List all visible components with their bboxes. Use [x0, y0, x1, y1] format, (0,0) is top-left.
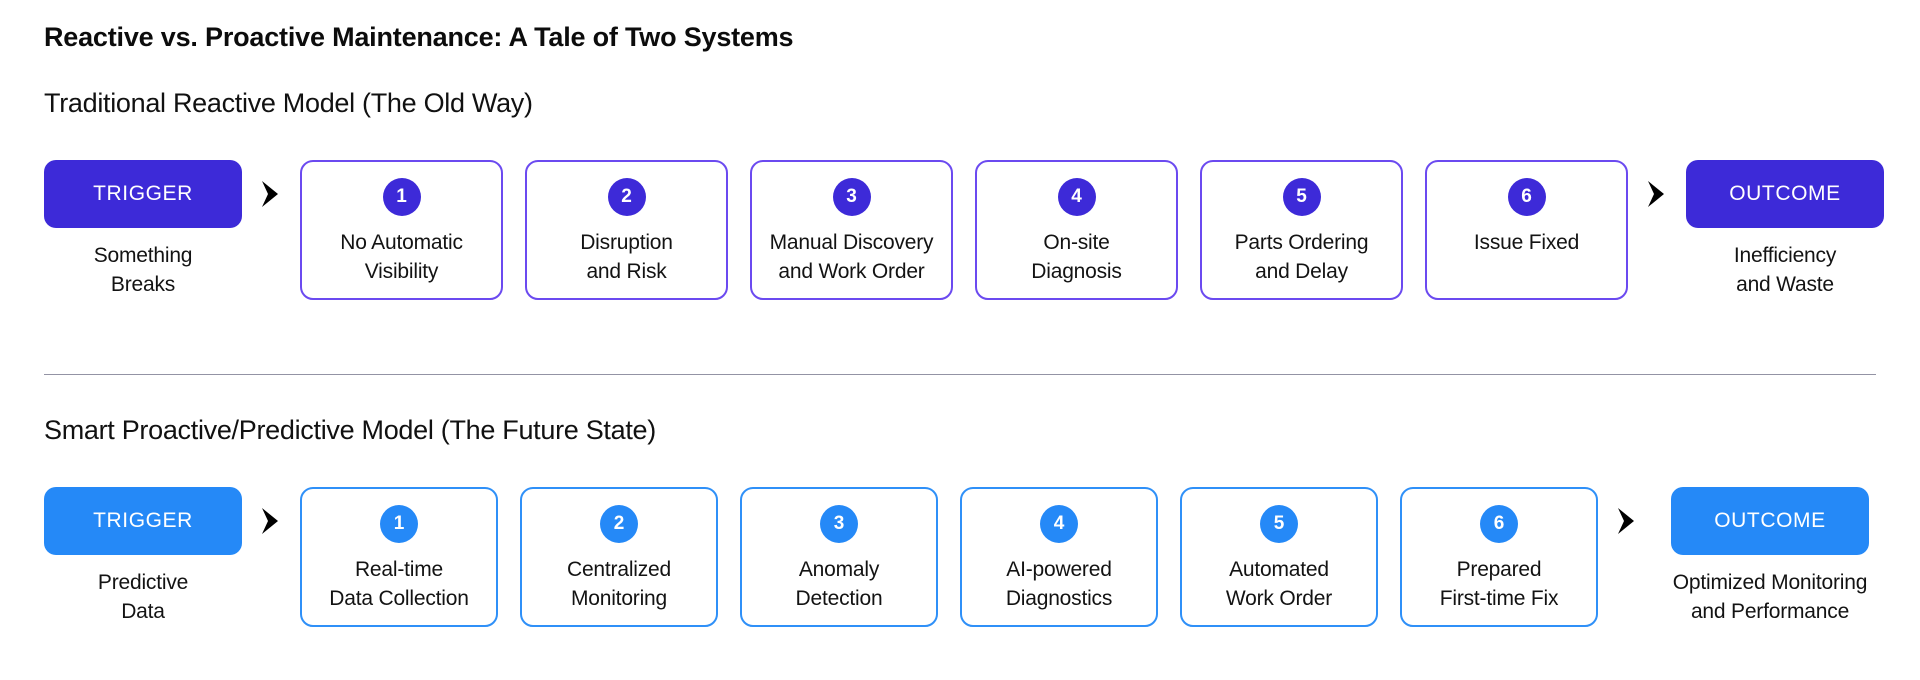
flow-row-reactive: TRIGGER Something Breaks 1 No Automatic … [44, 160, 1884, 300]
step-label: Automated Work Order [1225, 558, 1333, 610]
outcome-group-proactive: OUTCOME Optimized Monitoring and Perform… [1656, 487, 1884, 626]
section-heading-proactive: Smart Proactive/Predictive Model (The Fu… [44, 415, 656, 445]
step-card-list-reactive: 1 No Automatic Visibility 2 Disruption a… [300, 160, 1628, 300]
step-number-badge: 4 [1057, 178, 1096, 216]
step-card[interactable]: 6 Issue Fixed [1425, 160, 1628, 300]
step-card[interactable]: 6 Prepared First-time Fix [1400, 487, 1598, 627]
step-number-badge: 3 [820, 505, 858, 543]
step-card[interactable]: 5 Automated Work Order [1180, 487, 1378, 627]
step-number-badge: 6 [1507, 178, 1546, 216]
step-card[interactable]: 3 Manual Discovery and Work Order [750, 160, 953, 300]
step-number-badge: 6 [1480, 505, 1518, 543]
step-label: Real-time Data Collection [329, 558, 469, 610]
outcome-caption-reactive: Inefficiency and Waste [1733, 244, 1837, 296]
step-number-badge: 4 [1040, 505, 1078, 543]
step-label: Disruption and Risk [580, 231, 673, 283]
step-number-badge: 5 [1260, 505, 1298, 543]
step-number-badge: 5 [1282, 178, 1321, 216]
chevron-right-icon [242, 487, 300, 555]
chevron-right-icon [1598, 487, 1656, 555]
chevron-right-icon [242, 160, 300, 228]
step-label: No Automatic Visibility [340, 231, 463, 283]
step-label: Parts Ordering and Delay [1234, 231, 1369, 283]
page-title: Reactive vs. Proactive Maintenance: A Ta… [44, 22, 794, 52]
step-card[interactable]: 2 Disruption and Risk [525, 160, 728, 300]
step-card[interactable]: 2 Centralized Monitoring [520, 487, 718, 627]
step-number-badge: 1 [382, 178, 421, 216]
trigger-badge-reactive[interactable]: TRIGGER [44, 160, 242, 228]
step-number-badge: 1 [380, 505, 418, 543]
step-number-badge: 2 [607, 178, 646, 216]
step-card[interactable]: 4 AI-powered Diagnostics [960, 487, 1158, 627]
step-label: Manual Discovery and Work Order [769, 231, 934, 283]
step-number-badge: 2 [600, 505, 638, 543]
step-number-badge: 3 [832, 178, 871, 216]
step-card-list-proactive: 1 Real-time Data Collection 2 Centralize… [300, 487, 1598, 627]
trigger-group-reactive: TRIGGER Something Breaks [44, 160, 242, 299]
section-heading-reactive: Traditional Reactive Model (The Old Way) [44, 88, 533, 118]
step-card[interactable]: 4 On-site Diagnosis [975, 160, 1178, 300]
step-label: Prepared First-time Fix [1439, 558, 1559, 610]
section-divider [44, 374, 1876, 375]
step-card[interactable]: 3 Anomaly Detection [740, 487, 938, 627]
trigger-caption-proactive: Predictive Data [97, 571, 189, 623]
step-label: Issue Fixed [1473, 231, 1580, 254]
trigger-caption-reactive: Something Breaks [93, 244, 193, 296]
step-label: On-site Diagnosis [1031, 231, 1122, 283]
step-card[interactable]: 1 Real-time Data Collection [300, 487, 498, 627]
step-card[interactable]: 1 No Automatic Visibility [300, 160, 503, 300]
flow-row-proactive: TRIGGER Predictive Data 1 Real-time Data… [44, 487, 1884, 627]
outcome-badge-proactive[interactable]: OUTCOME [1671, 487, 1869, 555]
trigger-group-proactive: TRIGGER Predictive Data [44, 487, 242, 626]
outcome-group-reactive: OUTCOME Inefficiency and Waste [1686, 160, 1884, 299]
outcome-badge-reactive[interactable]: OUTCOME [1686, 160, 1884, 228]
chevron-right-icon [1628, 160, 1686, 228]
step-card[interactable]: 5 Parts Ordering and Delay [1200, 160, 1403, 300]
step-label: AI-powered Diagnostics [1005, 558, 1113, 610]
step-label: Centralized Monitoring [566, 558, 672, 610]
trigger-badge-proactive[interactable]: TRIGGER [44, 487, 242, 555]
outcome-caption-proactive: Optimized Monitoring and Performance [1672, 571, 1868, 623]
step-label: Anomaly Detection [795, 558, 883, 610]
